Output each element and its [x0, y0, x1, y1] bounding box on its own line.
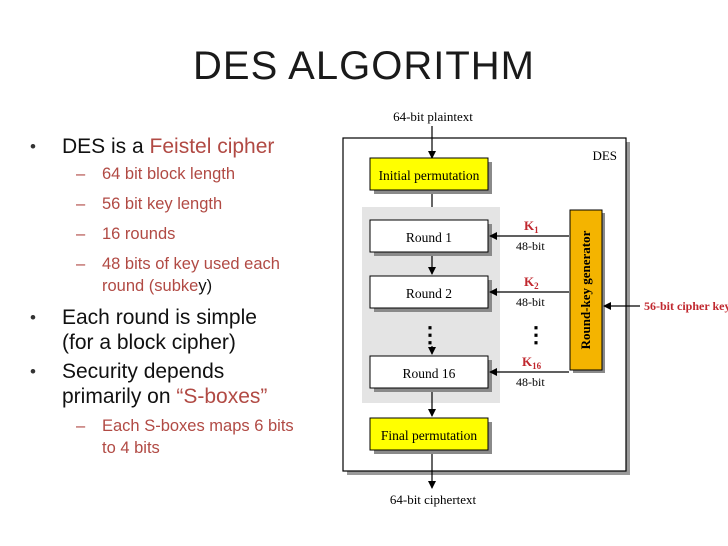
bullet-dot-icon: • — [30, 362, 36, 381]
k2-label: K2 — [524, 274, 539, 291]
dash-icon: – — [76, 195, 86, 213]
sub-bullet-block-length: –64 bit block length — [76, 165, 236, 183]
dash-icon: – — [76, 255, 86, 273]
round2-box — [369, 275, 489, 309]
bullet-dot-icon: • — [30, 137, 36, 156]
round16-box — [369, 355, 489, 389]
sub-bullet-key-length: –56 bit key length — [76, 195, 223, 213]
s-boxes-text: “S-boxes” — [176, 385, 268, 408]
round16-label: Round 16 — [403, 366, 456, 381]
dash-icon: – — [76, 165, 86, 183]
sub-bullet-rounds: –16 rounds — [76, 225, 176, 243]
final-permutation-box — [369, 417, 489, 451]
round-key-generator-box — [569, 209, 603, 371]
bullet-dot-icon: • — [30, 308, 36, 327]
ciphertext-label: 64-bit ciphertext — [390, 492, 477, 507]
round1-box — [369, 219, 489, 253]
bullet-list: • DES is a Feistel cipher –64 bit block … — [30, 134, 360, 467]
slide-title: DES ALGORITHM — [193, 44, 535, 88]
bullet-des-feistel: • DES is a Feistel cipher — [30, 135, 275, 158]
k1-bits: 48-bit — [516, 239, 545, 253]
round1-label: Round 1 — [406, 230, 452, 245]
final-permutation-label: Final permutation — [381, 428, 478, 443]
dash-icon: – — [76, 417, 86, 435]
k1-label: K1 — [524, 218, 539, 235]
feistel-cipher-text: Feistel cipher — [149, 135, 275, 158]
k2-bits: 48-bit — [516, 295, 545, 309]
cipher-key-label: 56-bit cipher key — [644, 299, 728, 313]
round-key-generator-label: Round-key generator — [578, 230, 593, 349]
plaintext-label: 64-bit plaintext — [393, 109, 473, 124]
initial-permutation-label: Initial permutation — [379, 168, 480, 183]
round2-label: Round 2 — [406, 286, 452, 301]
k16-label: K16 — [522, 354, 542, 371]
k16-bits: 48-bit — [516, 375, 545, 389]
initial-permutation-box — [369, 157, 489, 191]
dash-icon: – — [76, 225, 86, 243]
des-label: DES — [592, 148, 617, 163]
ellipsis-keys: ⋮ — [525, 322, 547, 347]
ellipsis-rounds: ⋮ — [419, 322, 441, 347]
bullet-round-simple: • Each round is simple(for a block ciphe… — [30, 306, 257, 354]
